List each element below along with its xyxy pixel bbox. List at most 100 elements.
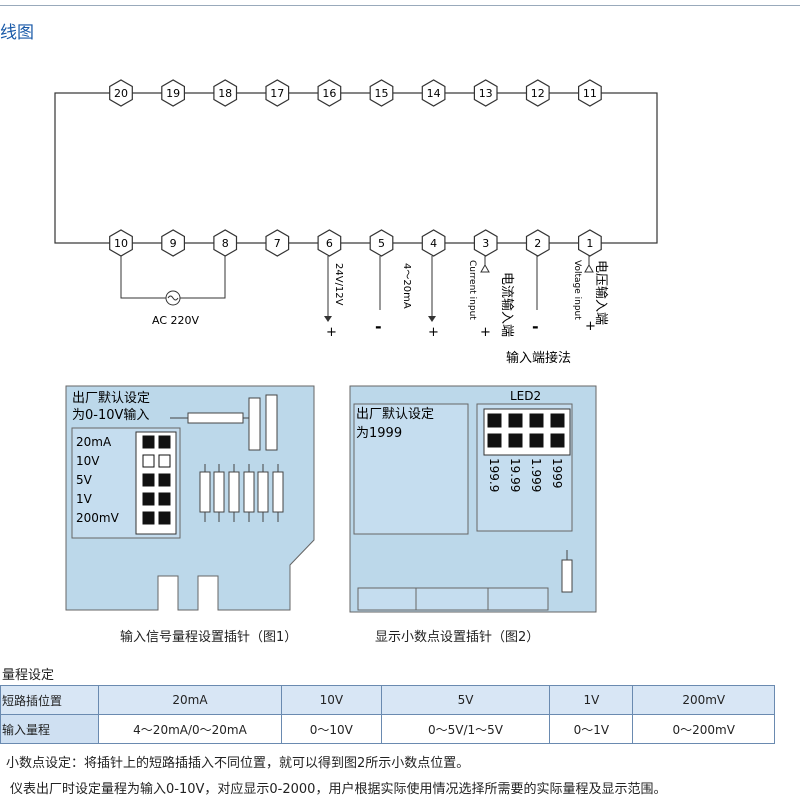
terminal-5: 5 [369,229,394,257]
jumper-pin [142,492,155,506]
table-cell: 20mA [98,685,282,715]
terminal-number: 14 [427,87,441,100]
wiring-diagram: 20 19 18 17 16 15 14 13 12 11 10 9 8 7 6 5 4 3 2 1 AC 220V… [54,79,658,366]
resistor [257,471,269,513]
table-row: 短路插位置 20mA 10V 5V 1V 200mV [0,685,775,715]
decimal-label: 1999 [550,458,564,489]
range-label: 10V [76,454,100,468]
note-decimal: 小数点设定：将插针上的短路插插入不同位置，就可以得到图2所示小数点位置。 [6,756,470,771]
decimal-pin [487,413,502,428]
terminal-number: 8 [222,237,229,250]
resistor [213,471,225,513]
jumper-pin [158,492,171,506]
note-default: 仪表出厂时设定量程为输入0-10V，对应显示0-2000，用户根据实际使用情况选… [10,782,667,797]
range-label: 1V [76,492,93,506]
terminal-number: 1 [586,237,593,250]
table-cell: 1V [549,685,634,715]
decimal-pin [550,433,565,448]
terminal-19: 19 [161,79,185,107]
board1-default-1: 出厂默认设定 [72,390,150,406]
plus-3: + [480,325,491,340]
terminal-number: 11 [583,87,597,100]
arrow-1-icon [584,263,594,273]
terminal-number: 3 [482,237,489,250]
decimal-label: 1.999 [529,458,543,492]
terminal-20: 20 [109,79,133,107]
minus-2: - [532,317,539,336]
terminal-row-bottom: 10 9 8 7 6 5 4 3 2 1 [109,229,602,257]
table-cell: 200mV [632,685,775,715]
voltage-input-label: Voltage input [572,260,582,320]
jumper-pin [158,454,171,468]
terminal-9: 9 [161,229,185,257]
terminal-number: 4 [430,237,437,250]
terminal-number: 2 [534,237,541,250]
terminal-number: 6 [326,237,333,250]
input-method-label: 输入端接法 [506,350,571,366]
decimal-label: 19.99 [508,458,522,492]
section-title: 量程设定 [2,668,55,683]
terminal-13: 13 [473,79,498,107]
range-table: 短路插位置 20mA 10V 5V 1V 200mV 输入量程 4～20mA/0… [0,685,775,744]
resistor [199,471,211,513]
terminal-3: 3 [473,229,498,257]
board2-default-1: 出厂默认设定 [356,406,434,422]
terminal-15: 15 [369,79,394,107]
terminal-number: 15 [375,87,389,100]
arrow-4-icon [428,316,436,322]
jumper-pin [142,473,155,487]
terminal-number: 20 [114,87,128,100]
terminal-number: 7 [274,237,281,250]
resistor [243,471,255,513]
ma-label: 4～20mA [401,263,412,309]
range-label: 200mV [76,511,120,525]
table-cell: 10V [281,685,382,715]
board-2: 出厂默认设定 为1999 LED2 199.9 19.99 1.999 1999 [349,385,597,613]
board2-caption: 显示小数点设置插针（图2） [375,630,540,645]
jumper-pin [158,473,171,487]
plus-4: + [428,325,439,340]
page-title: 线图 [0,23,34,43]
decimal-pin [529,413,544,428]
terminal-16: 16 [317,79,342,107]
ac-label: AC 220V [152,314,200,327]
resistor [272,471,284,513]
terminal-number: 18 [218,87,232,100]
table-cell: 0～5V/1～5V [380,714,551,744]
table-cell: 0～200mV [632,714,775,744]
terminal-7: 7 [265,229,290,257]
terminal-4: 4 [421,229,446,257]
terminal-number: 17 [270,87,284,100]
terminal-number: 10 [114,237,128,250]
table-head-range: 输入量程 [0,714,99,744]
resistor [228,471,240,513]
led-label: LED2 [510,389,541,403]
decimal-pin [487,433,502,448]
table-cell: 0～1V [549,714,634,744]
resistor [187,412,244,424]
table-row: 输入量程 4～20mA/0～20mA 0～10V 0～5V/1～5V 0～1V … [0,714,775,744]
board2-default-2: 为1999 [356,426,402,441]
terminal-18: 18 [213,79,238,107]
plus-6: + [326,325,337,340]
jumper-pin [142,435,155,449]
jumper-pin [158,511,171,525]
table-cell: 4～20mA/0～20mA [98,714,282,744]
terminal-number: 19 [166,87,180,100]
terminal-10: 10 [109,229,133,257]
terminal-row-top: 20 19 18 17 16 15 14 13 12 11 [109,79,602,107]
terminal-12: 12 [525,79,550,107]
range-label: 5V [76,473,93,487]
arrow-6-icon [324,316,332,322]
table-cell: 0～10V [281,714,382,744]
arrow-3-icon [480,263,490,273]
terminal-8: 8 [213,229,238,257]
terminal-11: 11 [577,79,602,107]
terminal-2: 2 [525,229,550,257]
decimal-pin [550,413,565,428]
table-head-position: 短路插位置 [0,685,99,715]
decimal-label: 199.9 [487,458,501,492]
decimal-pin [508,433,523,448]
terminal-loop [54,92,658,244]
